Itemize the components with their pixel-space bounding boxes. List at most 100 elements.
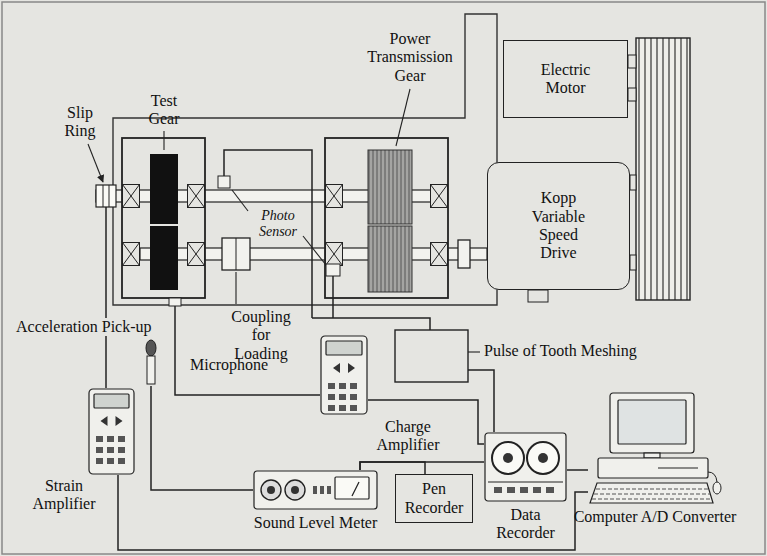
part-label: Acceleration Pick-up <box>14 318 154 336</box>
device-caption: Data Recorder <box>484 506 567 543</box>
rec-drawing <box>494 487 502 493</box>
test-gearbox <box>188 185 205 208</box>
amp-drawing <box>101 416 108 426</box>
amp-drawing <box>118 447 125 453</box>
amp-drawing <box>333 363 340 373</box>
amp-drawing <box>118 458 125 464</box>
couplings-and-sensors <box>96 176 470 306</box>
signal-wires <box>175 306 320 395</box>
belt-drive <box>630 255 636 270</box>
slm-drawing <box>335 477 369 499</box>
rec-drawing <box>488 482 563 483</box>
rec-drawing <box>538 453 548 463</box>
amp-drawing <box>88 388 135 475</box>
couplings-and-sensors <box>103 185 104 207</box>
power-transmission-gearbox <box>431 243 448 266</box>
part-label: Microphone <box>190 356 268 374</box>
amp-drawing <box>96 436 103 442</box>
signal-wires <box>332 276 334 318</box>
couplings-and-sensors <box>109 185 110 207</box>
belt-drive <box>528 290 548 302</box>
power-transmission-gearbox <box>325 138 448 298</box>
pc-drawing <box>708 472 717 482</box>
pc-drawing <box>610 393 694 453</box>
signal-wires <box>106 150 494 490</box>
amp-drawing <box>94 394 129 408</box>
rec-drawing <box>484 432 567 502</box>
amp-drawing <box>116 416 123 426</box>
leader-lines <box>232 190 248 211</box>
signal-wires <box>224 150 312 318</box>
data-recorder: Data Recorder <box>484 432 567 502</box>
couplings-and-sensors <box>222 238 250 270</box>
pc-drawing <box>658 468 698 469</box>
amp-drawing <box>107 436 114 442</box>
belt-drive <box>636 38 690 300</box>
signal-wires <box>312 318 430 330</box>
device-caption: Charge Amplifier <box>372 418 444 455</box>
rec-drawing <box>546 487 554 493</box>
pc-drawing <box>598 458 708 478</box>
computer: Computer A/D Converter <box>588 392 722 505</box>
test-gearbox <box>150 226 178 290</box>
amp-drawing <box>326 341 362 355</box>
rec-drawing <box>485 433 566 501</box>
test-gearbox <box>188 243 205 266</box>
signal-wire <box>360 462 484 470</box>
signal-wires <box>105 207 107 388</box>
microphone <box>146 340 156 356</box>
part-label: Power Transmission Gear <box>355 30 465 85</box>
slm-drawing <box>267 486 275 494</box>
belt-drive <box>628 88 636 101</box>
amp-drawing <box>89 389 134 474</box>
couplings-and-sensors <box>96 185 116 207</box>
leader-lines <box>88 144 103 182</box>
drive-box: Kopp Variable Speed Drive <box>487 162 630 290</box>
amp-drawing <box>339 383 346 389</box>
recorder-box: Pen Recorder <box>395 474 473 523</box>
couplings-and-sensors <box>236 238 237 270</box>
microphone <box>147 356 155 384</box>
signal-wire <box>567 469 588 471</box>
slm-drawing <box>261 480 281 500</box>
amp-drawing <box>107 447 114 453</box>
rec-drawing <box>527 442 559 474</box>
pc-drawing <box>596 489 708 490</box>
pc-drawing <box>590 483 713 503</box>
amp-drawing <box>328 394 335 400</box>
slm-drawing <box>253 470 378 510</box>
slm-drawing <box>327 486 331 494</box>
amp-drawing <box>96 447 103 453</box>
slm-drawing <box>285 480 305 500</box>
amp-drawing <box>350 394 357 400</box>
power-transmission-gearbox <box>325 138 448 298</box>
part-label: Photo Sensor <box>250 208 306 240</box>
slm-drawing <box>254 471 377 509</box>
leader-lines <box>163 131 164 150</box>
rec-drawing <box>492 442 524 474</box>
amplifier-device: Charge Amplifier <box>320 335 368 415</box>
test-gearbox <box>122 138 205 298</box>
slm-drawing <box>352 482 359 496</box>
leader-lines <box>303 236 326 265</box>
slm-drawing <box>320 486 324 494</box>
rec-drawing <box>533 487 541 493</box>
box-label: Pen Recorder <box>402 480 466 517</box>
leader-lines <box>468 351 480 352</box>
amp-drawing <box>350 383 357 389</box>
power-transmission-gearbox <box>326 243 343 266</box>
base-frame <box>113 14 497 305</box>
part-label: Test Gear <box>142 92 186 129</box>
amp-drawing <box>339 405 346 411</box>
sound-level-meter: Sound Level Meter <box>253 470 378 510</box>
slm-drawing <box>291 486 299 494</box>
pulse-box <box>395 330 468 382</box>
microphone <box>146 340 156 384</box>
box-label: Electric Motor <box>530 61 602 98</box>
signal-wires <box>151 386 253 490</box>
amp-drawing <box>321 336 367 414</box>
rec-drawing <box>520 487 528 493</box>
